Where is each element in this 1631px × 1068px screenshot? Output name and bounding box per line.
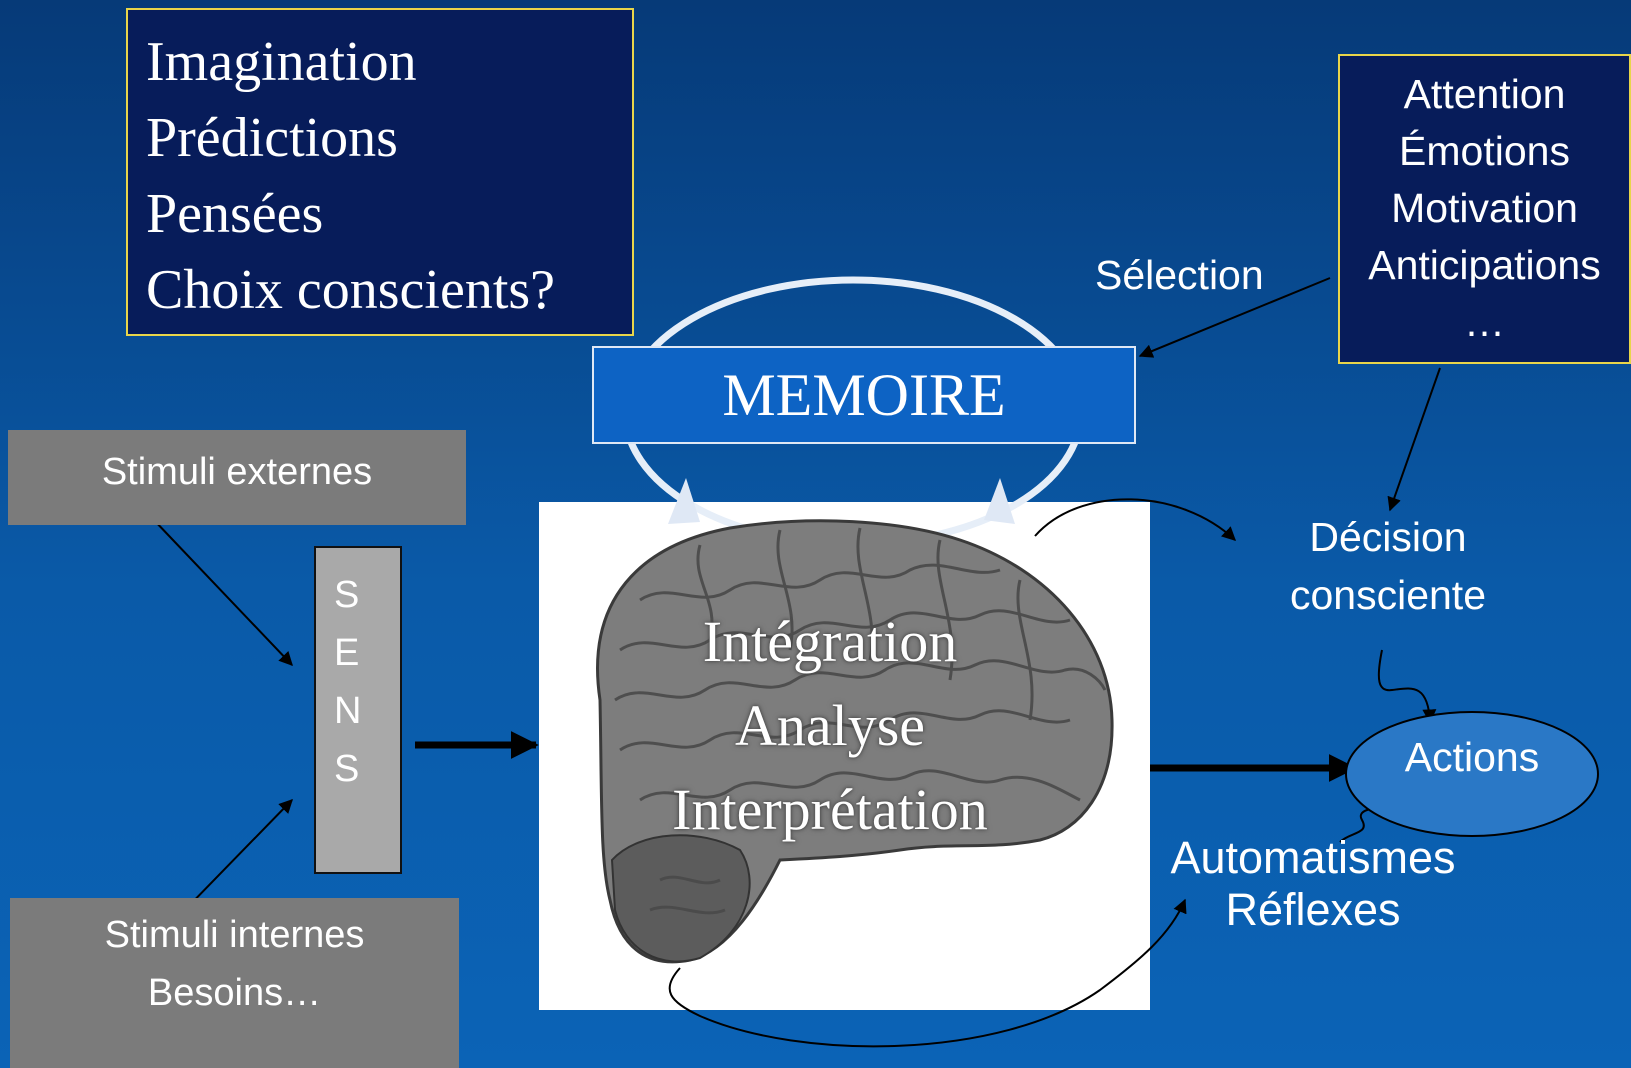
arrow-external-to-sens bbox=[151, 517, 293, 667]
arrow-attention-to-decision bbox=[1387, 367, 1441, 512]
anticipations-line: Anticipations bbox=[1368, 242, 1601, 288]
arrow-internal-to-sens bbox=[179, 798, 293, 916]
decision-line: Décision bbox=[1309, 514, 1467, 560]
memoire-label: MEMOIRE bbox=[722, 362, 1006, 428]
automatismes-reflexes-label: Automatismes Réflexes bbox=[1150, 832, 1476, 936]
arrow-brain-to-decision bbox=[1034, 498, 1237, 541]
besoins-label: Besoins… bbox=[147, 972, 322, 1014]
arrow-selection-to-memoire bbox=[1138, 277, 1331, 358]
stimuli-externes-label: Stimuli externes bbox=[101, 451, 373, 493]
brain-illustration bbox=[596, 519, 1114, 964]
sens-letter: S bbox=[334, 574, 360, 616]
decision-consciente-label: Décision consciente bbox=[1256, 508, 1520, 624]
predictions-line: Prédictions bbox=[146, 107, 398, 169]
attention-line: Attention bbox=[1403, 71, 1566, 117]
actions-label: Actions bbox=[1404, 734, 1540, 780]
arrow-decision-to-actions bbox=[1377, 649, 1437, 724]
emotions-line: Émotions bbox=[1399, 128, 1570, 174]
arrow-brain-to-automatismes bbox=[668, 898, 1187, 1048]
memory-cycle-arrowhead-right bbox=[984, 478, 1015, 524]
selection-label: Sélection bbox=[1095, 252, 1264, 298]
brain-processes: Intégration Analyse Interprétation bbox=[620, 600, 1040, 852]
integration-label: Intégration bbox=[702, 609, 958, 674]
interpretation-label: Interprétation bbox=[672, 777, 988, 842]
imagination-line: Imagination bbox=[146, 31, 417, 93]
stimuli-internes-box: Stimuli internes Besoins… bbox=[10, 898, 459, 1068]
analyse-label: Analyse bbox=[734, 693, 926, 758]
imagination-box: Imagination Prédictions Pensées Choix co… bbox=[126, 8, 634, 336]
motivation-line: Motivation bbox=[1391, 185, 1578, 231]
memoire-box: MEMOIRE bbox=[592, 346, 1136, 444]
pensees-line: Pensées bbox=[146, 183, 324, 245]
sens-box: S E N S bbox=[314, 546, 402, 874]
attention-box: Attention Émotions Motivation Anticipati… bbox=[1338, 54, 1631, 364]
consciente-line: consciente bbox=[1289, 572, 1486, 618]
stimuli-externes-box: Stimuli externes bbox=[8, 430, 466, 525]
automatismes-line: Automatismes bbox=[1170, 832, 1456, 883]
memory-cycle-arrowhead-left bbox=[668, 478, 700, 524]
actions-ellipse bbox=[1345, 711, 1599, 837]
sens-letter: N bbox=[334, 690, 362, 732]
sens-letter: E bbox=[334, 632, 360, 674]
sens-letter: S bbox=[334, 748, 360, 790]
stimuli-internes-label: Stimuli internes bbox=[104, 914, 365, 956]
choix-line: Choix conscients? bbox=[146, 259, 556, 321]
ellipsis-line: … bbox=[1464, 299, 1505, 345]
reflexes-line: Réflexes bbox=[1225, 884, 1401, 935]
